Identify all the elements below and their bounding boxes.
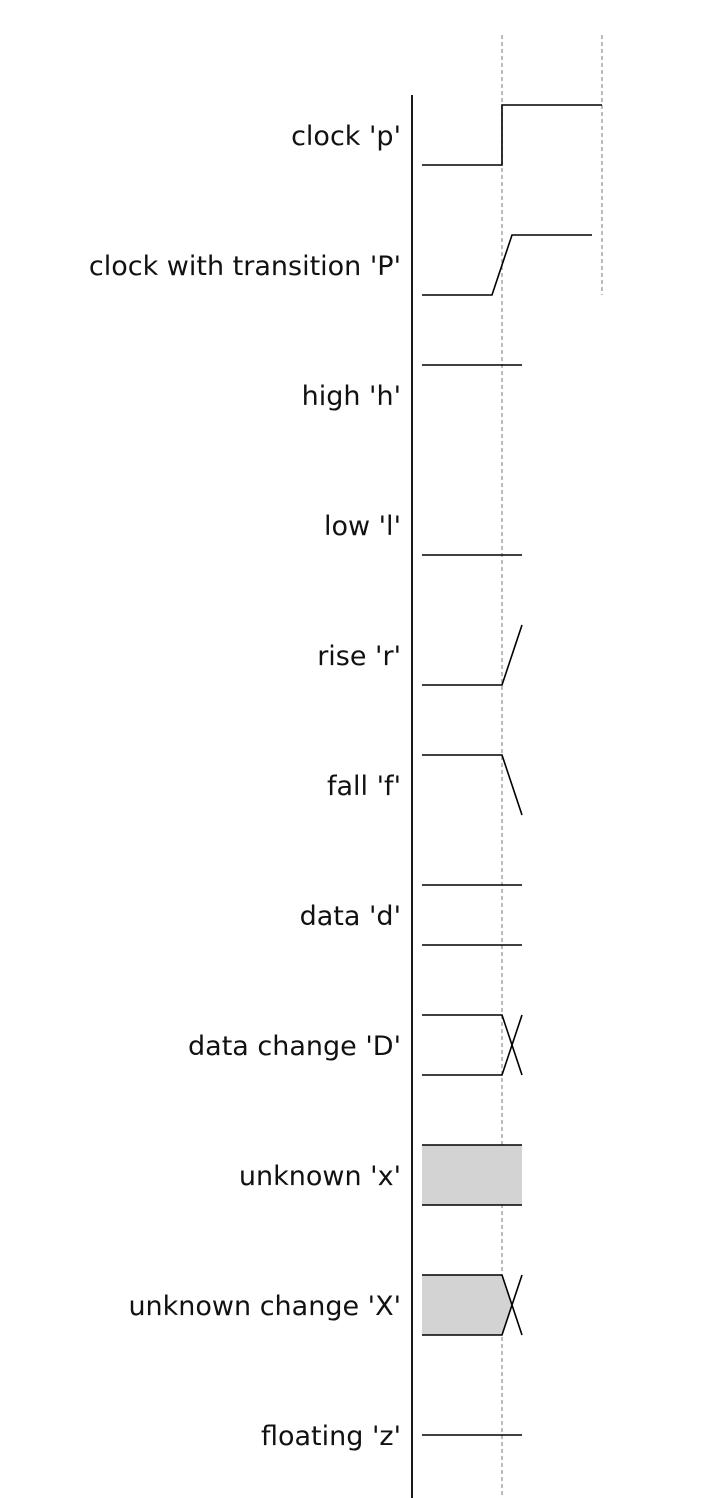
signal-row-l: low 'l' <box>324 511 522 556</box>
signal-row-p: clock 'p' <box>291 104 602 166</box>
unknown-change-fill <box>422 1275 512 1335</box>
signal-row-z: floating 'z' <box>261 1421 522 1452</box>
signal-label: fall 'f' <box>327 771 401 802</box>
fall-waveform <box>422 754 523 816</box>
signal-label: clock 'p' <box>291 121 401 152</box>
signal-row-D: data change 'D' <box>188 1014 523 1076</box>
signal-label: data change 'D' <box>188 1031 401 1062</box>
unknown-fill <box>422 1145 522 1205</box>
signal-row-h: high 'h' <box>302 364 522 412</box>
clock-waveform <box>422 104 602 166</box>
clock-transition-waveform <box>422 234 592 296</box>
signal-label: unknown change 'X' <box>128 1291 401 1322</box>
unknown-waveform <box>422 1144 522 1206</box>
signal-label: floating 'z' <box>261 1421 401 1452</box>
signal-row-X: unknown change 'X' <box>128 1274 523 1336</box>
signal-label: high 'h' <box>302 381 401 412</box>
signal-rows: clock 'p' clock with transition 'P' high '… <box>89 104 602 1452</box>
signal-row-r: rise 'r' <box>317 624 523 686</box>
signal-row-d: data 'd' <box>300 884 522 946</box>
rise-waveform <box>422 624 523 686</box>
signal-label: clock with transition 'P' <box>89 251 401 282</box>
signal-label: low 'l' <box>324 511 401 542</box>
signal-row-x: unknown 'x' <box>239 1144 522 1206</box>
data-change-waveform <box>422 1014 523 1076</box>
signal-label: rise 'r' <box>317 641 401 672</box>
unknown-change-waveform <box>422 1274 523 1336</box>
data-waveform <box>422 884 522 946</box>
signal-label: unknown 'x' <box>239 1161 401 1192</box>
signal-row-f: fall 'f' <box>327 754 523 816</box>
signal-label: data 'd' <box>300 901 401 932</box>
signal-row-P: clock with transition 'P' <box>89 234 592 296</box>
